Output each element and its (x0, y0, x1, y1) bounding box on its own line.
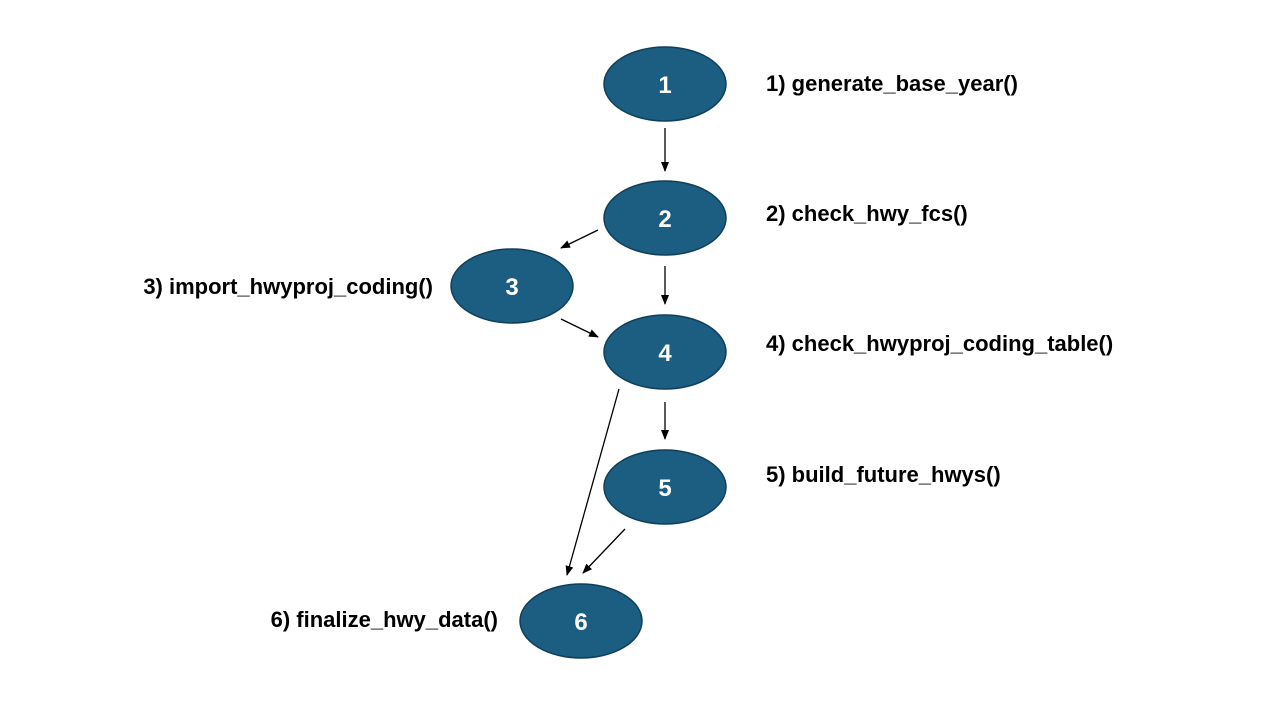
edges-layer (560, 128, 669, 576)
step-label-3: 3) import_hwyproj_coding() (143, 274, 433, 299)
node-2-ellipse (603, 180, 727, 256)
edge-3-to-4 (560, 318, 599, 338)
node-1: 1 (603, 46, 727, 122)
edge-5-to-6 (582, 528, 626, 574)
node-6-ellipse (519, 583, 643, 659)
edge-4-to-6 (565, 388, 620, 576)
node-5: 5 (603, 449, 727, 525)
nodes-layer: 1 2 3 4 5 6 (450, 46, 727, 659)
labels-layer: 1) generate_base_year() 2) check_hwy_fcs… (143, 71, 1113, 632)
step-label-1: 1) generate_base_year() (766, 71, 1018, 96)
node-3: 3 (450, 248, 574, 324)
node-5-ellipse (603, 449, 727, 525)
node-2: 2 (603, 180, 727, 256)
step-label-2: 2) check_hwy_fcs() (766, 201, 968, 226)
node-4-number: 4 (658, 340, 672, 367)
node-4-ellipse (603, 314, 727, 390)
node-6-number: 6 (574, 609, 587, 636)
node-6: 6 (519, 583, 643, 659)
step-label-4: 4) check_hwyproj_coding_table() (766, 331, 1113, 356)
edge-2-to-3 (560, 229, 599, 249)
node-3-number: 3 (505, 274, 518, 301)
node-5-number: 5 (658, 475, 671, 502)
step-label-5: 5) build_future_hwys() (766, 462, 1001, 487)
node-1-ellipse (603, 46, 727, 122)
node-2-number: 2 (658, 206, 671, 233)
node-3-ellipse (450, 248, 574, 324)
node-4: 4 (603, 314, 727, 390)
step-label-6: 6) finalize_hwy_data() (271, 607, 498, 632)
node-1-number: 1 (658, 72, 671, 99)
